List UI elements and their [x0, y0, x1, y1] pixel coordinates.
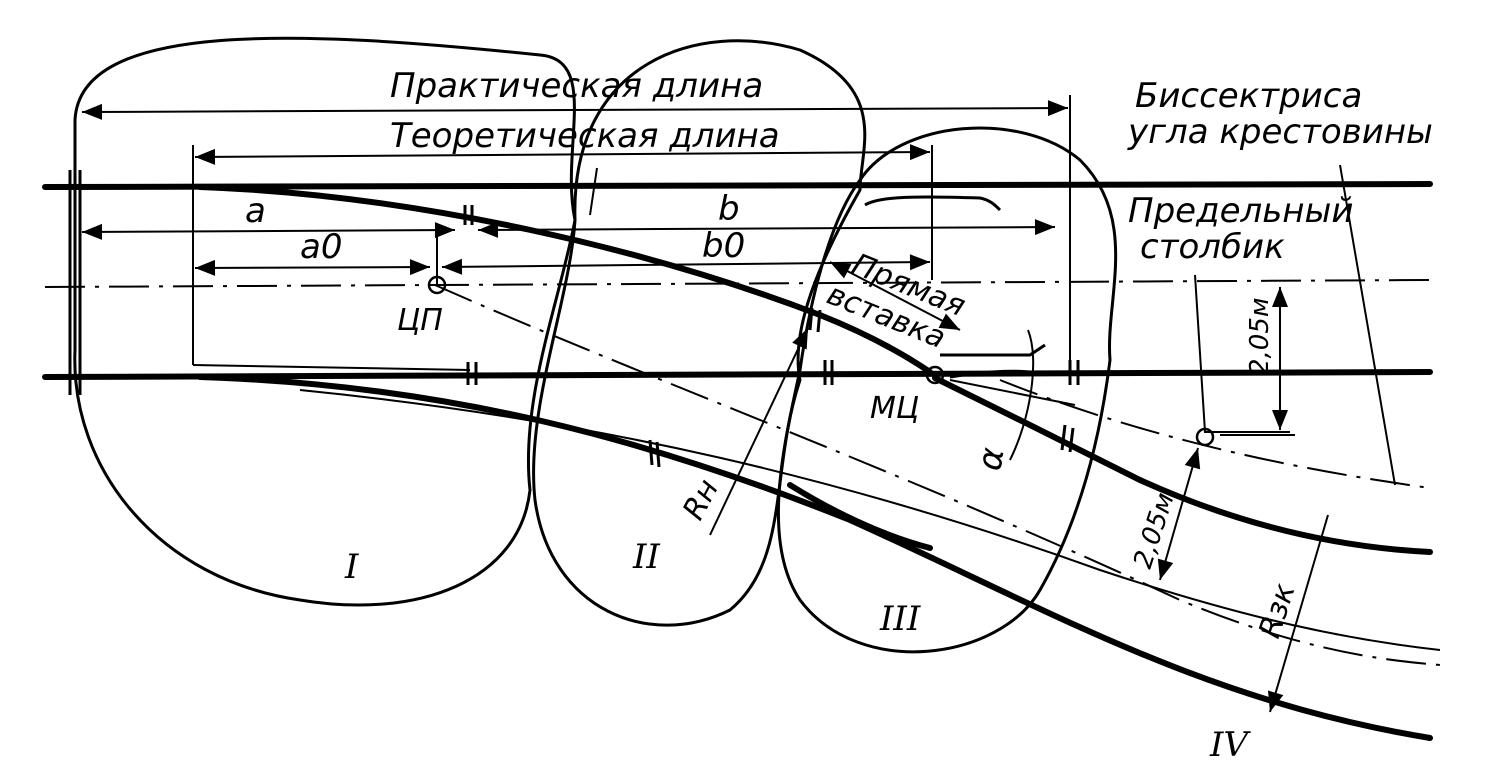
label-b0: b0	[702, 226, 745, 266]
main-rail-bottom	[42, 369, 1433, 380]
label-mc: МЦ	[870, 391, 919, 426]
label-bisector-1: Биссектриса	[1135, 76, 1362, 116]
wing-rail-upper	[864, 195, 1002, 212]
dim-b	[477, 219, 1056, 238]
limit-post-leader	[1194, 274, 1290, 433]
rail-joints	[68, 170, 1080, 468]
frog-point	[949, 369, 1031, 379]
radius-rn-arrow	[709, 327, 809, 536]
label-limit-post-1: Предельный	[1128, 191, 1353, 231]
label-rzk: Rзк	[1252, 579, 1302, 642]
label-alpha: α	[969, 445, 1012, 474]
zone-outline-ii	[532, 39, 867, 627]
dim-205-diagonal	[1157, 447, 1201, 581]
label-cp: ЦП	[397, 303, 443, 338]
zone-label-ii: II	[632, 537, 660, 577]
label-a: a	[245, 191, 266, 231]
ext-line-theoretical-start-foot	[192, 364, 471, 371]
label-practical-length: Практическая длина	[390, 66, 763, 106]
diverging-centerline	[434, 284, 1441, 666]
zone-outline-i	[73, 36, 577, 607]
frog-angle-arc	[1009, 329, 1035, 461]
wing-rail-lower	[787, 482, 933, 551]
dim-theoretical-length	[194, 144, 931, 165]
crossing-center-point	[925, 365, 945, 385]
bisector-line	[1339, 164, 1396, 486]
label-a0: a0	[300, 227, 342, 267]
main-rail-top	[42, 181, 1433, 190]
label-b: b	[718, 189, 740, 229]
zone-label-i: I	[344, 547, 359, 587]
frog-angle-leg	[949, 379, 1076, 406]
label-theoretical-length: Теоретическая длина	[390, 116, 780, 156]
dim-a	[81, 222, 456, 240]
frog-to-exit-rail	[932, 375, 1433, 555]
limit-post-point	[1195, 427, 1215, 447]
label-limit-post-2: столбик	[1140, 227, 1285, 267]
ext-line-zone-ii	[589, 167, 598, 216]
switch-center-point	[427, 275, 447, 295]
dim-practical-length	[81, 100, 1069, 120]
zone-outline-iii	[776, 126, 1118, 654]
label-bisector-2: угла крестовины	[1127, 112, 1433, 152]
label-205-right: 2,05м	[1245, 297, 1275, 375]
check-rail	[940, 343, 1046, 357]
zone-label-iv: IV	[1209, 725, 1251, 765]
straight-insert-arrow	[829, 261, 961, 331]
zone-label-iii: III	[879, 599, 921, 639]
label-205-lower: 2,05м	[1128, 489, 1180, 572]
dim-a0	[194, 259, 431, 276]
radius-rzk-arrow	[1267, 514, 1329, 713]
